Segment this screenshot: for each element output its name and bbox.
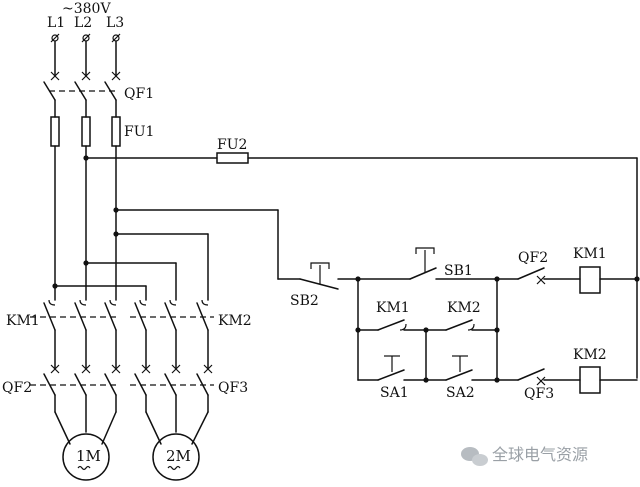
km2-aux-label: KM2 — [447, 300, 481, 316]
fu1-label: FU1 — [124, 124, 154, 140]
main-bus — [52, 145, 209, 301]
fu1-fuses — [50, 116, 121, 147]
qf3-main-label: QF3 — [218, 380, 248, 396]
km2-coil-label: KM2 — [573, 347, 607, 363]
control-supply — [83, 152, 638, 379]
sb1-label: SB1 — [444, 263, 473, 279]
qf2-ctrl-label: QF2 — [518, 250, 548, 266]
sb2-label: SB2 — [290, 293, 319, 309]
km1-main-label: KM1 — [6, 313, 40, 329]
sa1-label: SA1 — [380, 385, 409, 401]
phase-label-l3: L3 — [106, 15, 124, 31]
supply-voltage-label: ~380V — [62, 1, 111, 17]
qf1-breaker — [43, 40, 121, 118]
qf2-main-label: QF2 — [2, 380, 32, 396]
upper-rung — [355, 247, 640, 294]
km-main-contacts — [30, 299, 214, 370]
watermark: 全球电气资源 — [461, 445, 588, 466]
svg-text:2M: 2M — [166, 447, 191, 465]
qf3-ctrl-label: QF3 — [524, 386, 554, 402]
aux-contacts — [355, 278, 519, 383]
km1-coil-label: KM1 — [573, 246, 607, 262]
km1-aux-label: KM1 — [376, 300, 410, 316]
phase-label-l1: L1 — [47, 15, 65, 31]
km2-coil — [579, 366, 601, 394]
motor-2: 2M — [152, 433, 200, 481]
km2-main-label: KM2 — [218, 313, 252, 329]
qf1-label: QF1 — [124, 86, 154, 102]
motor-1: 1M — [62, 433, 110, 481]
watermark-text: 全球电气资源 — [492, 445, 588, 464]
qf2-qf3-breakers — [30, 364, 214, 445]
fu2-label: FU2 — [217, 137, 247, 153]
wechat-icon — [461, 447, 488, 466]
km1-coil — [579, 266, 601, 294]
sa2-label: SA2 — [446, 385, 475, 401]
svg-text:1M: 1M — [76, 447, 101, 465]
sb2-stop-button — [299, 262, 359, 290]
lower-rung — [517, 366, 638, 394]
phase-label-l2: L2 — [74, 15, 92, 31]
